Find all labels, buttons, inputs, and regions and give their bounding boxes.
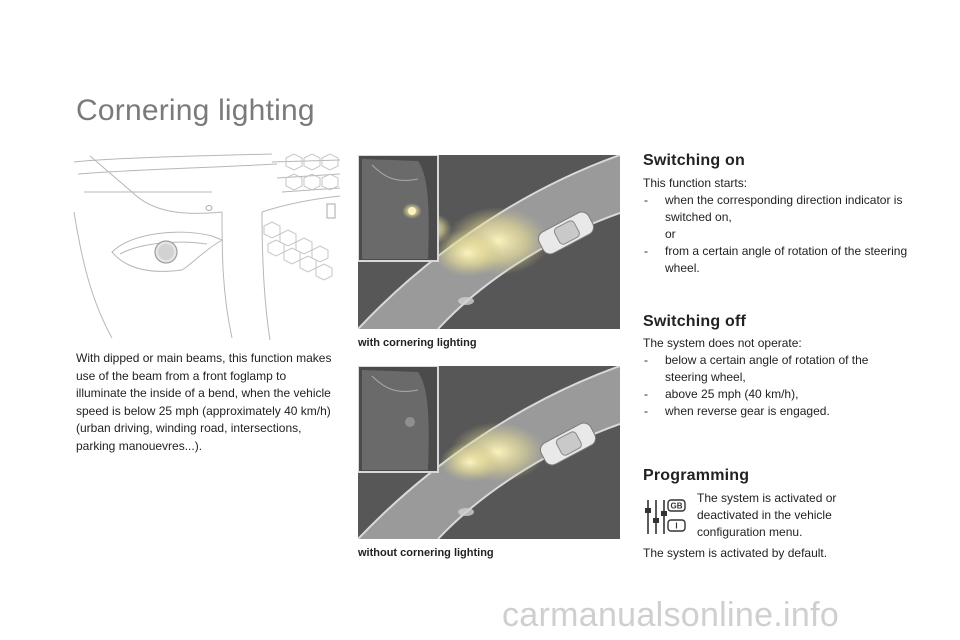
list-item: -below a certain angle of rotation of th… [644, 353, 869, 384]
list-item: -when reverse gear is engaged. [644, 404, 830, 418]
list-item: -when the corresponding direction indica… [644, 193, 903, 224]
list-item: -above 25 mph (40 km/h), [644, 387, 799, 401]
list-item: -from a certain angle of rotation of the… [644, 244, 908, 275]
bullet-dash: - [644, 387, 648, 401]
switching-on-section: This function starts: -when the correspo… [643, 175, 913, 277]
programming-default-text: The system is activated by default. [643, 546, 828, 560]
gb-badge-text: GB [671, 502, 683, 511]
switching-off-intro: The system does not operate: [643, 336, 802, 350]
bumper-foglamp-drawing [73, 153, 340, 341]
switching-off-list: -below a certain angle of rotation of th… [643, 352, 913, 420]
bullet-dash: - [644, 404, 648, 418]
switching-off-section: The system does not operate: -below a ce… [643, 335, 913, 420]
illustration-without-cornering-lighting [358, 366, 620, 539]
programming-heading: Programming [643, 467, 750, 484]
watermark: carmanualsonline.info [502, 596, 840, 634]
programming-text: The system is activated or deactivated i… [697, 491, 837, 539]
caption-without-cornering-lighting: without cornering lighting [358, 547, 494, 559]
bullet-dash: - [644, 193, 648, 207]
configuration-menu-icon: GB I [645, 499, 686, 534]
bullet-dash: - [644, 244, 648, 258]
or-text: or [665, 227, 676, 241]
switching-on-list-2: -from a certain angle of rotation of the… [643, 243, 913, 277]
illustration-with-cornering-lighting [358, 155, 620, 329]
switching-on-heading: Switching on [643, 152, 745, 169]
switching-on-intro: This function starts: [643, 176, 748, 190]
i-badge-text: I [675, 522, 677, 531]
switching-off-heading: Switching off [643, 313, 747, 330]
bullet-dash: - [644, 353, 648, 367]
intro-paragraph: With dipped or main beams, this function… [76, 351, 332, 453]
page-title: Cornering lighting [76, 94, 315, 127]
switching-on-list: -when the corresponding direction indica… [643, 192, 913, 226]
caption-with-cornering-lighting: with cornering lighting [358, 337, 477, 349]
